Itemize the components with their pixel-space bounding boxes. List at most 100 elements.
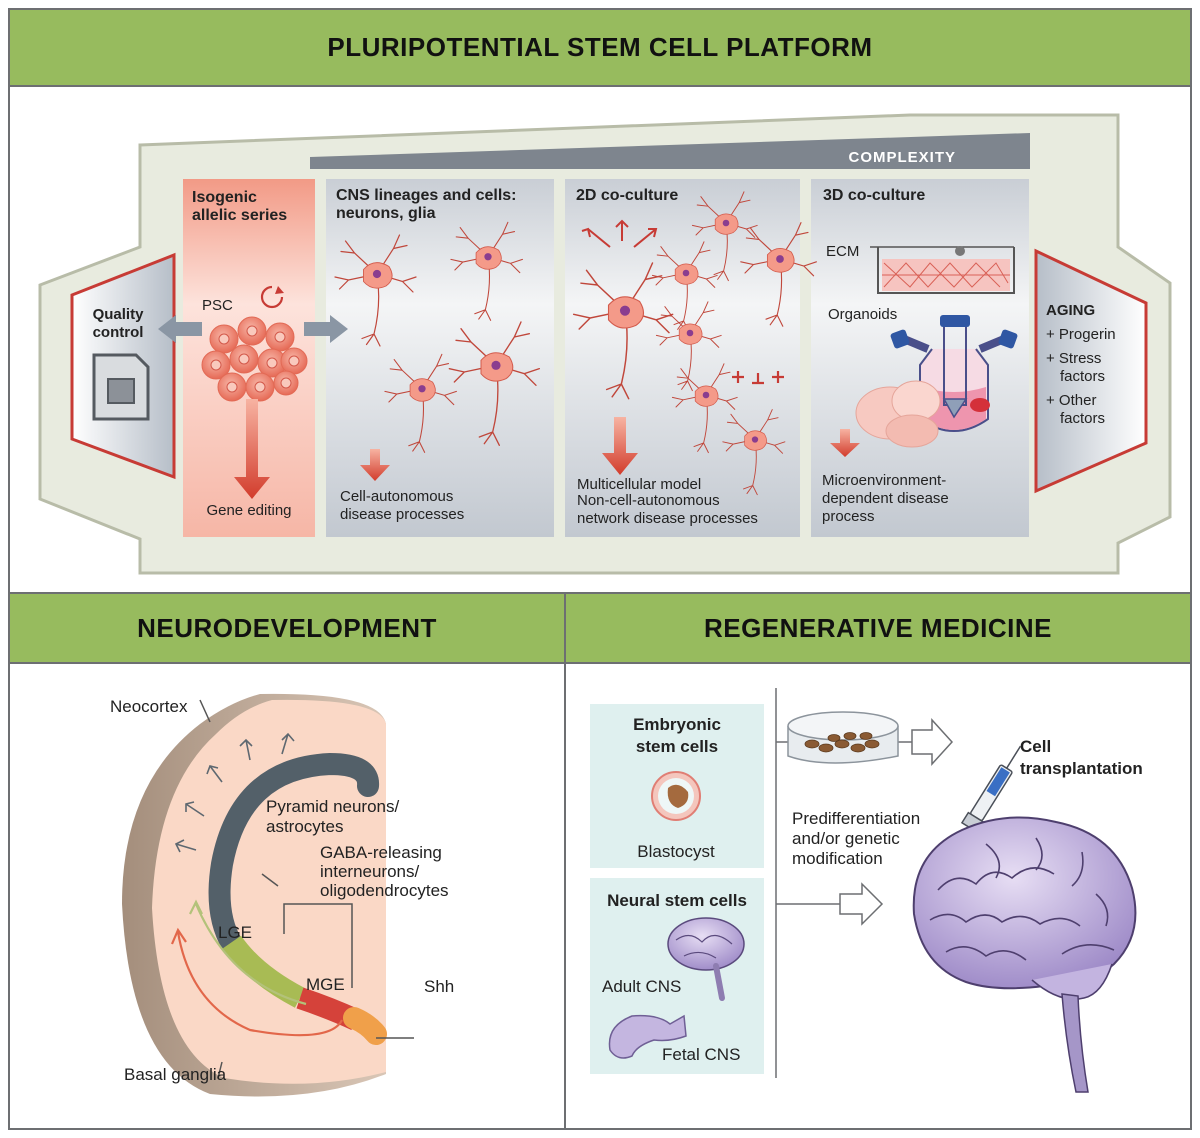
cns-title-line2: neurons, glia: [336, 205, 436, 222]
coculture3d-result-line3: process: [822, 508, 875, 525]
divider-vertical: [564, 594, 566, 1130]
transplant-line1: Cell: [1020, 737, 1051, 756]
migration-arrows: [174, 732, 295, 853]
shh-zone: [343, 1007, 387, 1045]
coculture3d-result-line2: dependent disease: [822, 490, 949, 507]
inhibition-symbols: [732, 371, 784, 385]
pyramid-label-line2: astrocytes: [266, 817, 343, 836]
neocortex-leader: [199, 699, 211, 723]
adult-brain-icon: [667, 917, 745, 1001]
coculture3d-title: 3D co-culture: [823, 187, 925, 204]
quality-control-line1: Quality: [93, 306, 145, 323]
predifferentiation-line2: and/or genetic: [792, 829, 900, 848]
basal-ganglia-leader: [217, 1061, 223, 1079]
coculture2d-result-line2: Non-cell-autonomous: [577, 492, 720, 509]
coculture3d-result-line1: Microenvironment-: [822, 472, 946, 489]
gaba-bracket: [283, 903, 353, 988]
gene-editing-label: Gene editing: [206, 502, 291, 519]
ecm-label: ECM: [826, 243, 859, 260]
sd-card-icon: [92, 353, 150, 421]
coculture2d-panel: [565, 179, 800, 537]
coculture2d-result-line1: Multicellular model: [577, 476, 701, 493]
petri-dish-icon: [787, 711, 899, 764]
gene-editing-arrow: [234, 399, 270, 499]
predifferentiation-line3: modification: [792, 849, 883, 868]
arrow-to-transplant-bottom: [839, 882, 884, 926]
shh-label: Shh: [424, 977, 454, 996]
cns-result-line1: Cell-autonomous: [340, 488, 453, 505]
predifferentiation-line1: Predifferentiation: [792, 809, 920, 828]
aging-box: [1034, 248, 1148, 494]
embryonic-line2: stem cells: [636, 737, 718, 756]
regenerative-title: REGENERATIVE MEDICINE: [703, 612, 1053, 643]
aging-item-stress: + Stress: [1046, 350, 1101, 367]
coculture3d-panel: [811, 179, 1029, 537]
arrow-to-quality-control: [158, 315, 202, 343]
divider-section-bars: [10, 662, 1190, 664]
gaba-label-line2: interneurons/: [320, 862, 420, 881]
embryonic-line1: Embryonic: [633, 715, 721, 734]
mge-label: MGE: [306, 975, 345, 994]
complexity-wedge: [310, 133, 1030, 169]
hemisphere-tissue: [152, 699, 386, 1084]
pyramid-zone: [208, 752, 379, 955]
isogenic-title-line1: Isogenic: [192, 189, 257, 206]
organoid-blob: [855, 380, 941, 448]
divider-top: [10, 85, 1190, 87]
aging-item-progerin: + Progerin: [1046, 326, 1116, 343]
cns-result-line2: disease processes: [340, 506, 464, 523]
lge-migration-arrow: [194, 903, 307, 1006]
blastocyst-label: Blastocyst: [637, 842, 715, 861]
pyramid-leader: [261, 873, 279, 887]
signal-arrows-icon: [581, 219, 658, 248]
platform-diagram: COMPLEXITY Quality control AGING + Proge…: [38, 113, 1172, 575]
pyramid-label-line1: Pyramid neurons/: [266, 797, 400, 816]
neural-stem-label: Neural stem cells: [607, 891, 747, 910]
regenerative-diagram: Embryonic stem cells Blastocyst Neural s…: [590, 688, 1143, 1093]
brain-icon: [912, 816, 1137, 1093]
basal-ganglia-label: Basal ganglia: [124, 1065, 227, 1084]
aging-title: AGING: [1046, 302, 1095, 319]
cns-title-line1: CNS lineages and cells:: [336, 187, 517, 204]
fetal-brain-icon: [608, 1014, 687, 1059]
neurodevelopment-title: NEURODEVELOPMENT: [137, 612, 437, 643]
coculture3d-down-arrow: [830, 429, 860, 457]
aging-item-other: + Other: [1046, 392, 1096, 409]
neurodevelopment-diagram: Neocortex Pyramid neurons/ astrocytes GA…: [110, 693, 454, 1097]
coculture2d-result-line3: network disease processes: [577, 510, 758, 527]
psc-cell-cluster: [201, 316, 308, 402]
ecm-dish: [870, 246, 1015, 294]
mge-migration-arrow: [176, 931, 343, 1037]
lge-zone: [222, 935, 306, 1008]
divider-middle: [10, 592, 1190, 594]
quality-control-line2: control: [93, 324, 144, 341]
organoids-label: Organoids: [828, 306, 897, 323]
arrow-to-cns: [304, 315, 348, 343]
complexity-label: COMPLEXITY: [848, 149, 956, 166]
blastocyst-icon: [651, 771, 701, 821]
cns-down-arrow: [360, 449, 390, 481]
rotate-cycle-icon: [260, 285, 284, 309]
adult-cns-label: Adult CNS: [602, 977, 681, 996]
coculture2d-title: 2D co-culture: [576, 187, 678, 204]
psc-label: PSC: [202, 297, 233, 314]
gaba-label-line3: oligodendrocytes: [320, 881, 449, 900]
coculture2d-down-arrow: [602, 417, 638, 475]
platform-title-bar: PLURIPOTENTIAL STEM CELL PLATFORM: [10, 10, 1190, 85]
arrow-to-transplant-top: [911, 718, 954, 766]
figure-frame: [8, 8, 1192, 1130]
syringe-icon: [954, 745, 1022, 846]
gaba-label-line1: GABA-releasing: [320, 843, 442, 862]
aging-item-other-factors: factors: [1060, 410, 1105, 427]
aging-item-stress-factors: factors: [1060, 368, 1105, 385]
lge-label: LGE: [218, 923, 252, 942]
platform-title: PLURIPOTENTIAL STEM CELL PLATFORM: [327, 32, 873, 62]
isogenic-title-line2: allelic series: [192, 207, 287, 224]
neurodevelopment-title-bar: NEURODEVELOPMENT: [10, 594, 564, 662]
transplant-line2: transplantation: [1020, 759, 1143, 778]
mge-arrowhead-icon: [170, 927, 187, 945]
regenerative-title-bar: REGENERATIVE MEDICINE: [566, 594, 1190, 662]
fetal-cns-label: Fetal CNS: [662, 1045, 740, 1064]
neocortex-label: Neocortex: [110, 697, 188, 716]
lge-arrowhead-icon: [189, 899, 203, 915]
